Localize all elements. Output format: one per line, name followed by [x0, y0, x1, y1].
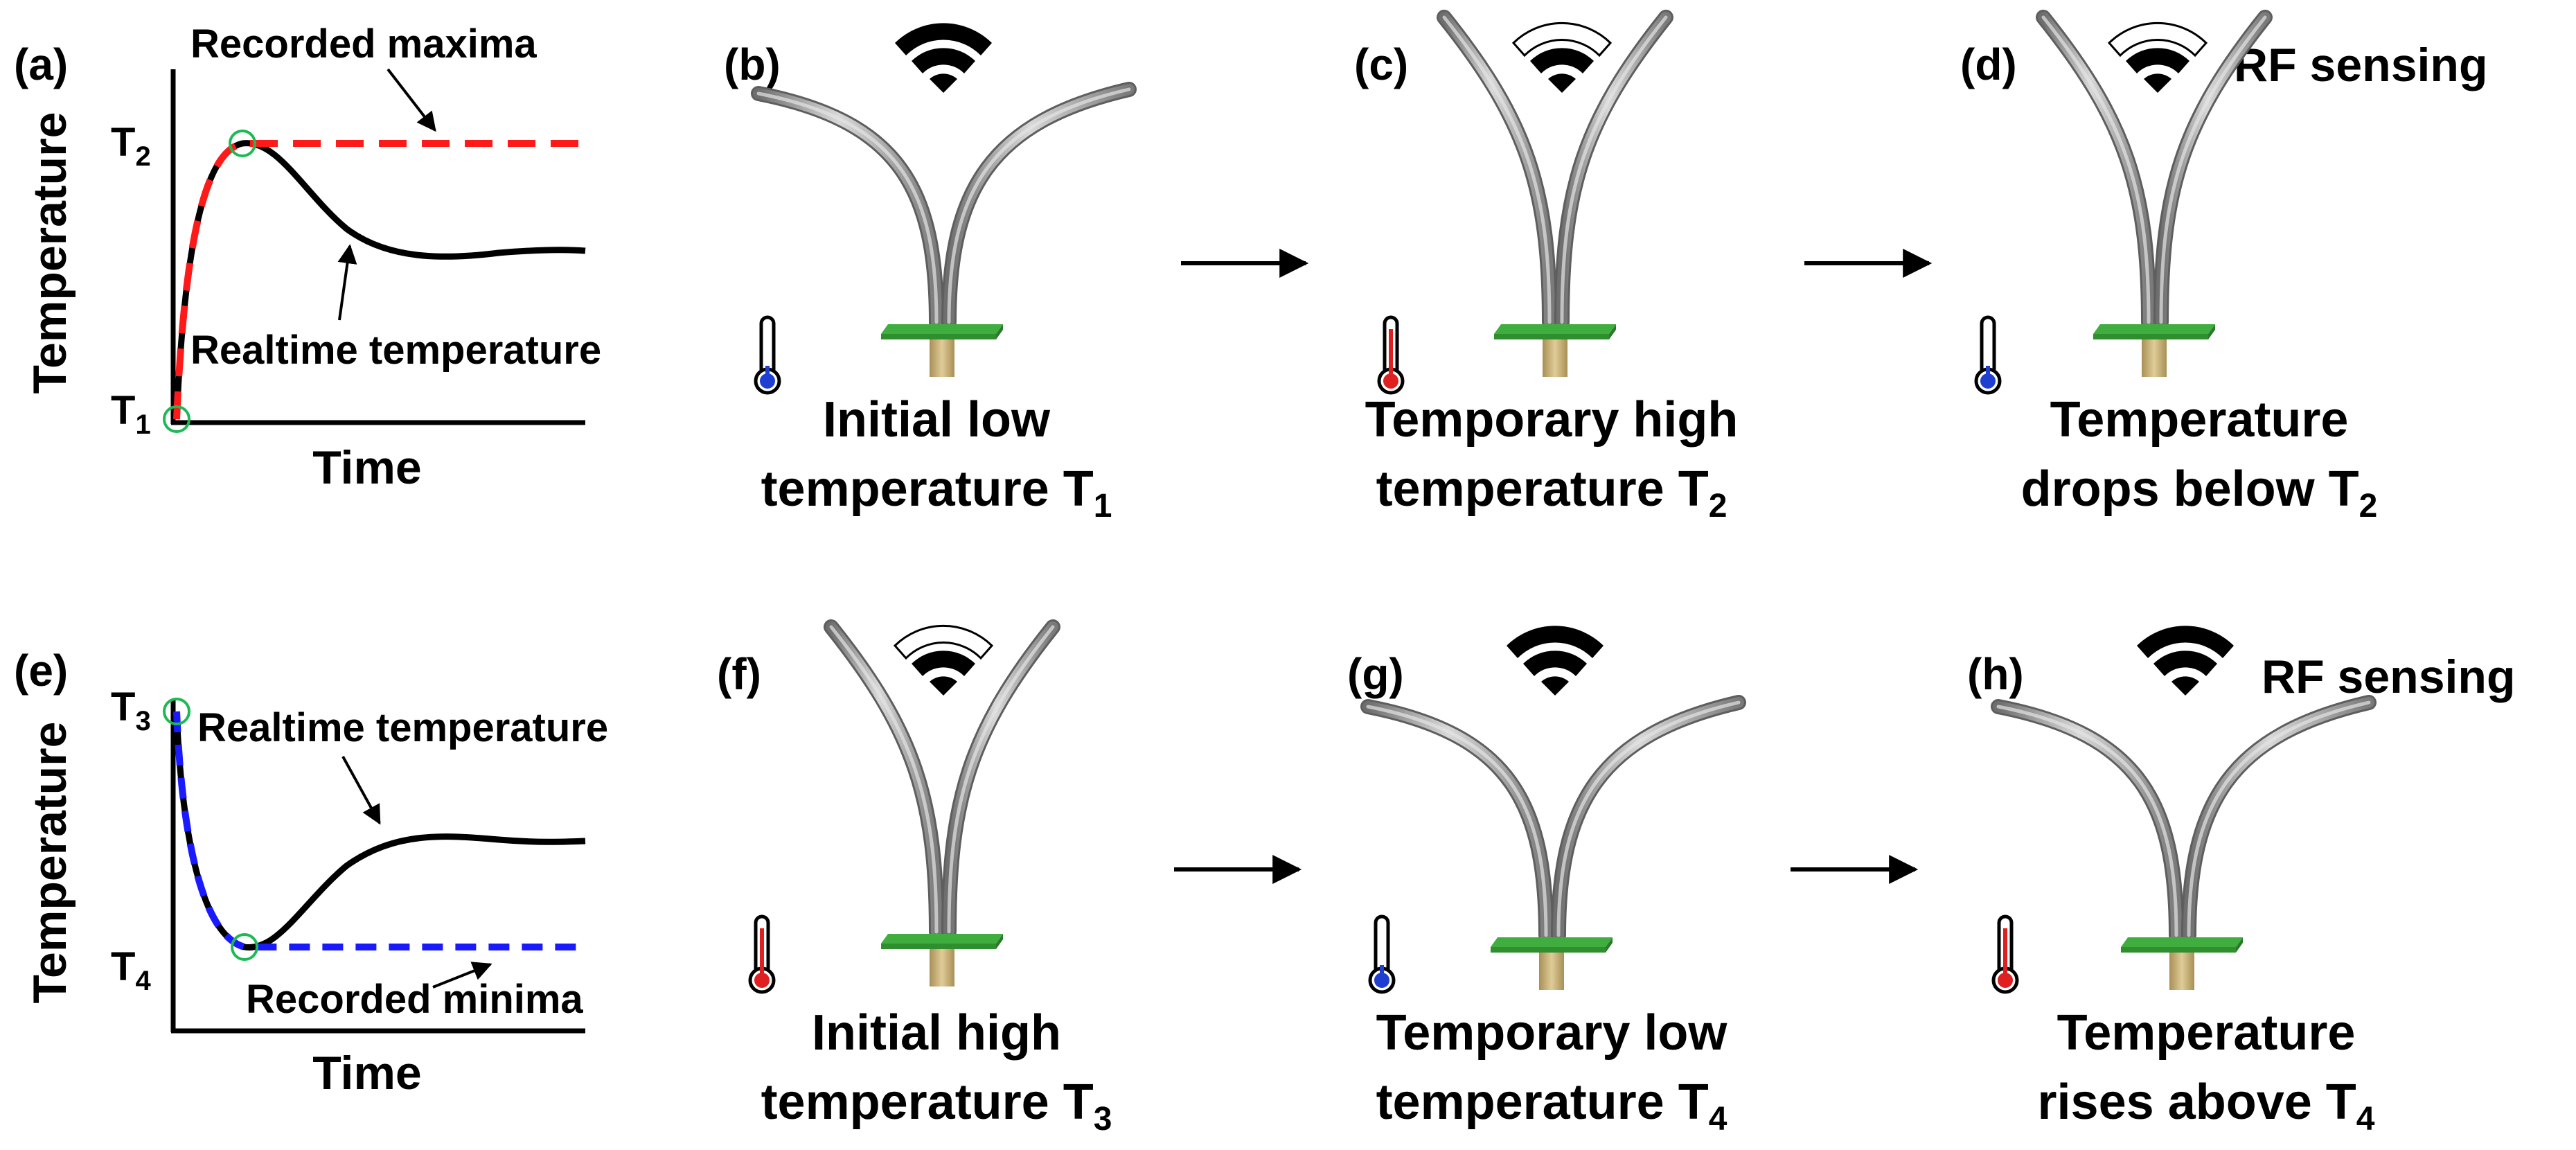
annotation-realtime-a: Realtime temperature: [190, 328, 601, 373]
actuator-arms-spread: [1998, 702, 2369, 935]
full-signal-icon: [895, 23, 992, 93]
caption-g-line2: temperature T4: [1376, 1074, 1727, 1138]
full-signal-icon: [1507, 626, 1604, 696]
panel-label-g: (g): [1347, 649, 1404, 699]
panel-label-d: (d): [1960, 39, 2017, 89]
rf-sensing-label-d: RF sensing: [2234, 39, 2488, 91]
marker-t3: [163, 698, 190, 725]
panel-c: (c) Temporary high temperature T2: [1354, 17, 1738, 524]
panel-label-e: (e): [14, 646, 68, 696]
panel-d: (d) RF sensing Temperature drops below T…: [1960, 17, 2488, 524]
graph-e: (e) Temperature Time T3 T4 Realtime temp…: [14, 646, 608, 1099]
marker-t4: [231, 933, 258, 961]
caption-b-line2: temperature T1: [761, 461, 1112, 524]
caption-h-line2: rises above T4: [2038, 1074, 2375, 1138]
marker-t1: [163, 405, 190, 433]
x-axis-label-e: Time: [312, 1047, 421, 1099]
weak-signal-icon: [2108, 21, 2208, 94]
thermometer-cold-icon: [756, 317, 779, 393]
actuator-arms-spread: [1368, 702, 1739, 935]
weak-signal-icon: [894, 624, 993, 697]
actuator-base: [2093, 324, 2215, 377]
annotation-recorded-minima: Recorded minima: [246, 977, 583, 1022]
panel-label-c: (c): [1354, 39, 1408, 89]
panel-label-a: (a): [14, 39, 68, 89]
arrow-recorded-minima: [432, 962, 492, 989]
arrow-recorded-maxima: [387, 68, 436, 132]
thermometer-hot-icon: [750, 917, 774, 992]
rf-sensing-label-h: RF sensing: [2262, 651, 2516, 703]
tick-t1: T1: [111, 388, 151, 440]
panel-label-f: (f): [717, 649, 761, 699]
thermometer-hot-icon: [1379, 317, 1403, 393]
caption-d-line2: drops below T2: [2021, 461, 2378, 524]
panel-b: (b) Initial low temperature T1: [724, 23, 1129, 524]
caption-c-line1: Temporary high: [1365, 392, 1739, 448]
graph-a: (a) Temperature Time T2 T1 Recorded maxi…: [14, 21, 601, 494]
actuator-base: [881, 934, 1003, 987]
realtime-curve-a: [173, 140, 586, 420]
arrow-realtime-e: [341, 756, 381, 825]
tick-t4: T4: [111, 944, 151, 996]
caption-f-line1: Initial high: [812, 1005, 1061, 1061]
caption-c-line2: temperature T2: [1376, 461, 1727, 524]
tick-t2: T2: [111, 120, 151, 172]
panel-f: (f) Initial high temperature T3: [717, 626, 1112, 1138]
annotation-recorded-maxima: Recorded maxima: [190, 21, 537, 67]
weak-signal-icon: [1512, 21, 1612, 94]
caption-b-line1: Initial low: [823, 392, 1051, 448]
caption-h-line1: Temperature: [2057, 1005, 2356, 1061]
panel-label-h: (h): [1967, 649, 2024, 699]
x-axis-label-a: Time: [312, 441, 421, 494]
thermometer-cold-icon: [1976, 317, 2000, 393]
actuator-base: [2121, 937, 2243, 990]
maxima-dash-curve: [173, 140, 585, 420]
full-signal-icon: [2137, 626, 2234, 696]
tick-t3: T3: [111, 684, 151, 736]
actuator-arms-upright: [831, 627, 1053, 932]
actuator-base: [1494, 324, 1616, 377]
actuator-base: [881, 324, 1003, 377]
actuator-arms-spread: [758, 89, 1129, 322]
thermometer-hot-icon: [1993, 917, 2017, 992]
arrow-realtime-a: [337, 244, 357, 321]
thermometer-cold-icon: [1370, 917, 1394, 992]
marker-t2: [229, 130, 256, 157]
caption-f-line2: temperature T3: [761, 1074, 1112, 1138]
annotation-realtime-e: Realtime temperature: [197, 705, 608, 750]
caption-g-line1: Temporary low: [1376, 1005, 1728, 1061]
panel-label-b: (b): [724, 39, 781, 89]
panel-h: (h) RF sensing Temperature rises above T…: [1967, 626, 2516, 1138]
y-axis-label-e: Temperature: [24, 722, 76, 1004]
actuator-base: [1491, 937, 1613, 990]
y-axis-label-a: Temperature: [24, 112, 76, 394]
panel-g: (g) Temporary low temperature T4: [1347, 626, 1739, 1138]
caption-d-line1: Temperature: [2050, 392, 2349, 448]
